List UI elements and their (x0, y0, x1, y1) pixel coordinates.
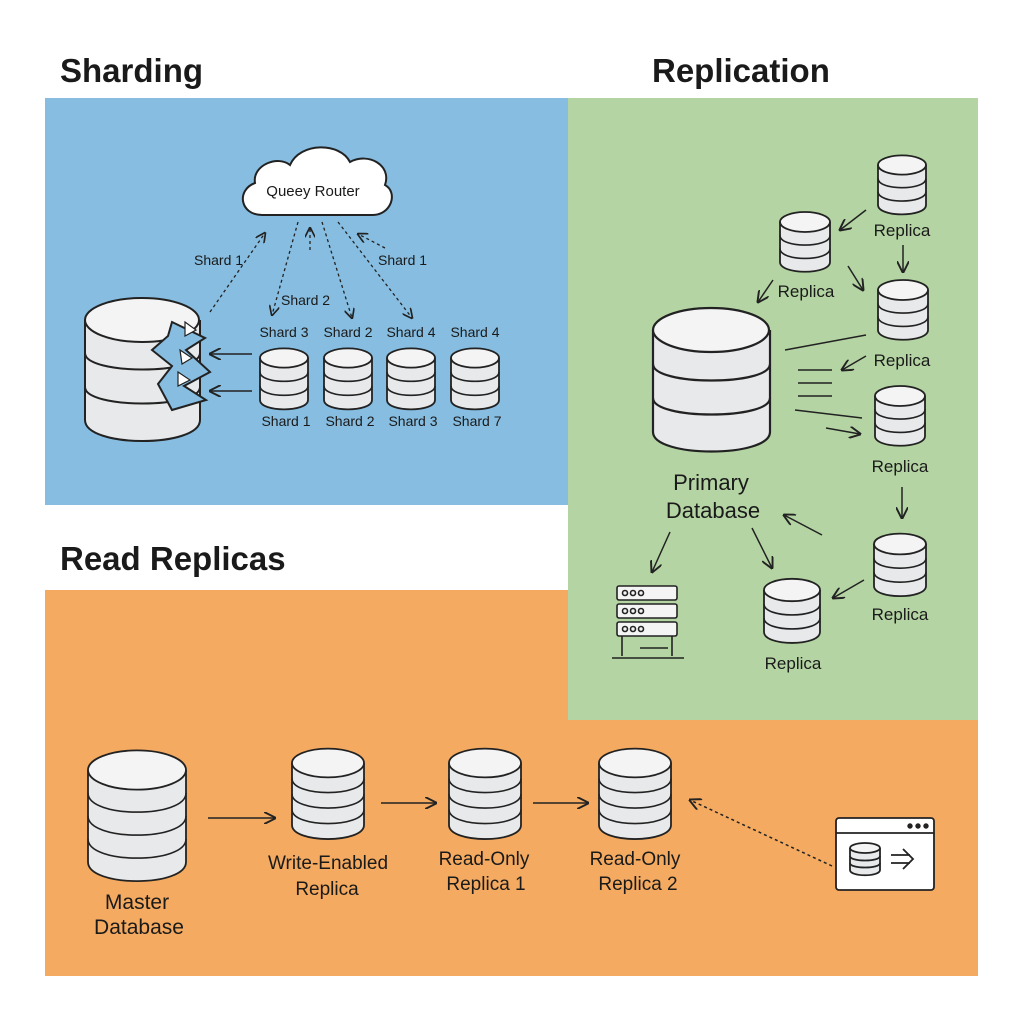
master-db-label-line1: Master (105, 891, 169, 914)
replica-label-6: Replica (765, 654, 822, 673)
write-replica-label-line2: Replica (295, 879, 359, 900)
read-replica-arrows (208, 800, 833, 867)
shard-bottom-label-4: Shard 7 (452, 413, 501, 429)
replica-database-icon-3 (877, 279, 929, 341)
write-replica-database-icon (291, 747, 365, 840)
client-window-icon (835, 817, 935, 891)
ro-replica2-label-line2: Replica 2 (598, 874, 677, 895)
replica-label-3: Replica (874, 351, 931, 370)
replica-database-icon-1 (877, 154, 927, 216)
shard-database-icon-1 (259, 347, 309, 411)
query-router-cloud-icon (241, 146, 393, 216)
replication-title: Replication (652, 52, 830, 89)
shard-database-icon-4 (450, 347, 500, 411)
replica-database-icon-4 (874, 385, 926, 447)
shard-database-icon-2 (323, 347, 373, 411)
shard-database-icon-3 (386, 347, 436, 411)
shard-top-label-1: Shard 3 (259, 324, 308, 340)
shard-bottom-label-1: Shard 1 (261, 413, 310, 429)
ro-replica1-label-line1: Read-Only (439, 849, 530, 870)
shard-bottom-label-3: Shard 3 (388, 413, 437, 429)
replica-databases (763, 154, 929, 644)
sharded-database-icon (84, 297, 212, 442)
shard-top-label-4: Shard 4 (450, 324, 499, 340)
ro-replica1-label-line2: Replica 1 (446, 874, 525, 895)
shard-arrow-label-3: Shard 1 (378, 252, 427, 268)
replica-label-2: Replica (778, 282, 835, 301)
shard-arrow-label-2: Shard 2 (281, 292, 330, 308)
router-arrows (209, 221, 412, 318)
shard-bottom-label-2: Shard 2 (325, 413, 374, 429)
shard-top-label-3: Shard 4 (386, 324, 435, 340)
query-router-label: Queey Router (266, 183, 359, 200)
sharding-title: Sharding (60, 52, 204, 89)
replica-label-4: Replica (872, 457, 929, 476)
read-replicas-title: Read Replicas (60, 540, 286, 577)
primary-database-label-line2: Database (666, 498, 760, 523)
master-database-icon (87, 749, 187, 882)
primary-database-icon (651, 306, 772, 453)
shard-return-arrows (210, 354, 252, 391)
read-replica-databases (87, 747, 672, 882)
primary-database-label-line1: Primary (673, 470, 749, 495)
master-db-label-line2: Database (94, 916, 184, 939)
read-only-replica-1-icon (448, 747, 522, 840)
replication-arrows (652, 209, 903, 598)
server-rack-icon (612, 585, 684, 659)
replica-database-icon-2 (779, 211, 831, 273)
shard-top-label-2: Shard 2 (323, 324, 372, 340)
read-only-replica-2-icon (598, 747, 672, 840)
shard-databases (259, 347, 500, 411)
replica-label-5: Replica (872, 605, 929, 624)
replica-database-icon-5 (873, 532, 927, 597)
replica-database-icon-6 (763, 577, 821, 644)
shard-arrow-label-1: Shard 1 (194, 252, 243, 268)
ro-replica2-label-line1: Read-Only (590, 849, 681, 870)
replica-label-1: Replica (874, 221, 931, 240)
write-replica-label-line1: Write-Enabled (268, 853, 388, 874)
